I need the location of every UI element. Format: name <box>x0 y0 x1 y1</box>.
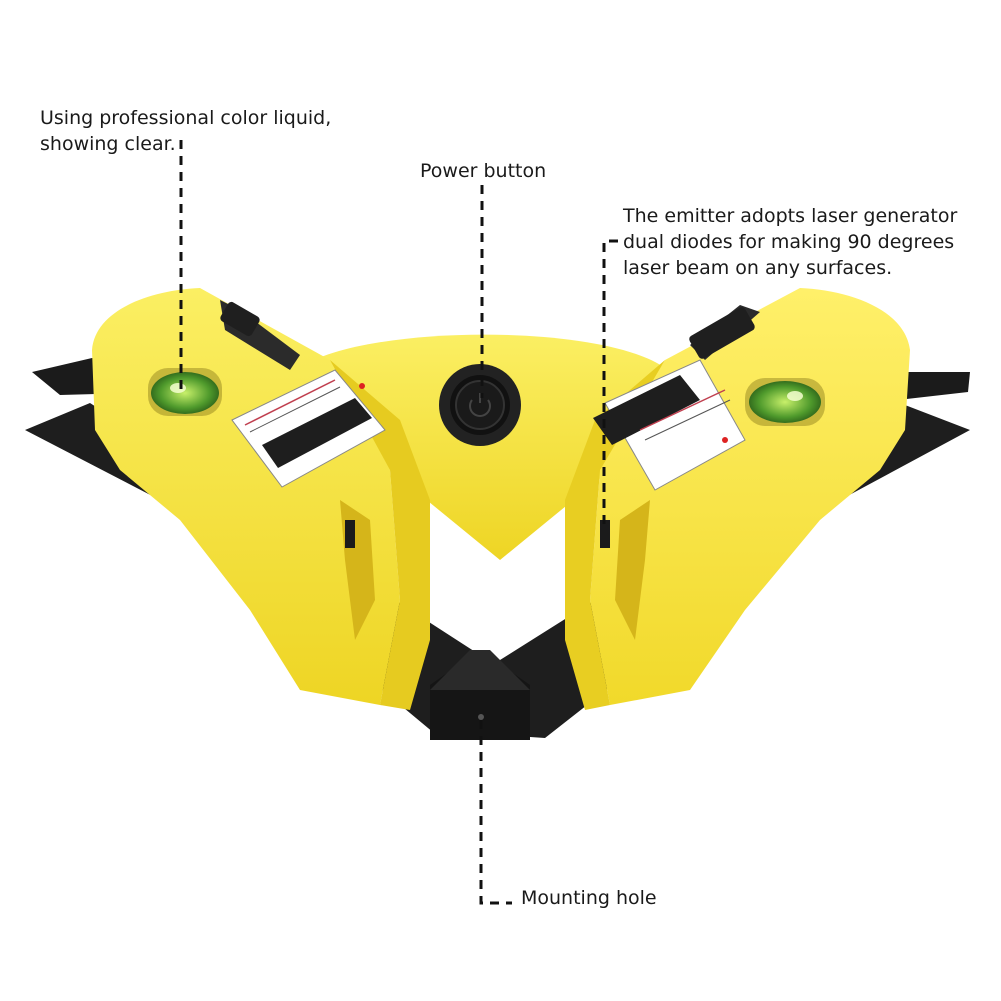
top-dome <box>300 334 665 560</box>
leader-emitter <box>602 239 618 530</box>
power-button <box>439 364 521 446</box>
leader-lines <box>179 140 618 905</box>
right-warning-label <box>593 359 746 491</box>
callout-power-button: Power button <box>420 160 547 182</box>
callout-mounting-hole: Mounting hole <box>521 887 657 909</box>
callout-liquid: Using professional color liquid, showing… <box>40 107 332 155</box>
callout-emitter: The emitter adopts laser generator dual … <box>623 205 958 279</box>
leader-mounting <box>479 720 512 905</box>
left-spirit-vial-icon <box>148 368 222 416</box>
right-spirit-vial-icon <box>745 378 825 426</box>
left-warning-label <box>231 369 386 488</box>
